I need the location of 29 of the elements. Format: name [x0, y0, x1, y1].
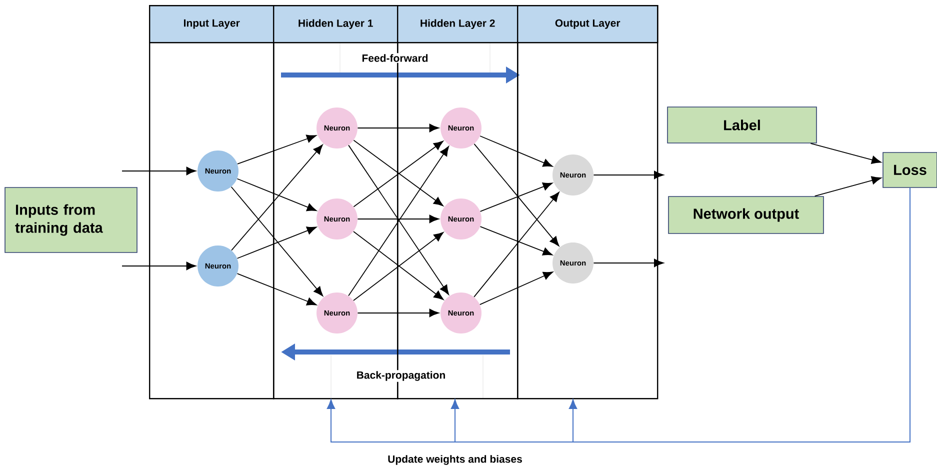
process-box: Inputs from training data — [4, 187, 138, 253]
arrow — [122, 166, 196, 176]
arrow — [480, 226, 553, 256]
arrow-label: Feed-forward — [360, 53, 430, 63]
arrow — [480, 136, 553, 167]
arrow — [230, 186, 324, 296]
arrow — [593, 170, 664, 180]
arrow — [357, 214, 440, 224]
arrow — [231, 144, 323, 251]
process-box: Network output — [668, 196, 824, 234]
arrow — [357, 124, 440, 132]
note-text: Update weights and biases — [386, 454, 524, 466]
arrow — [122, 262, 196, 270]
arrow — [810, 142, 882, 164]
process-box: Loss — [882, 152, 937, 188]
arrow — [593, 258, 664, 268]
arrow — [474, 143, 560, 246]
arrow — [236, 178, 317, 212]
arrow — [474, 192, 560, 298]
arrow-label: Back-propagation — [355, 370, 447, 382]
arrow — [814, 176, 882, 197]
arrow — [568, 187, 910, 442]
process-box: Label — [667, 106, 817, 144]
arrow — [479, 272, 553, 305]
arrow — [480, 182, 553, 212]
arrow — [236, 273, 317, 306]
arrow — [357, 308, 440, 318]
arrow — [236, 226, 317, 259]
arrow — [237, 134, 316, 164]
